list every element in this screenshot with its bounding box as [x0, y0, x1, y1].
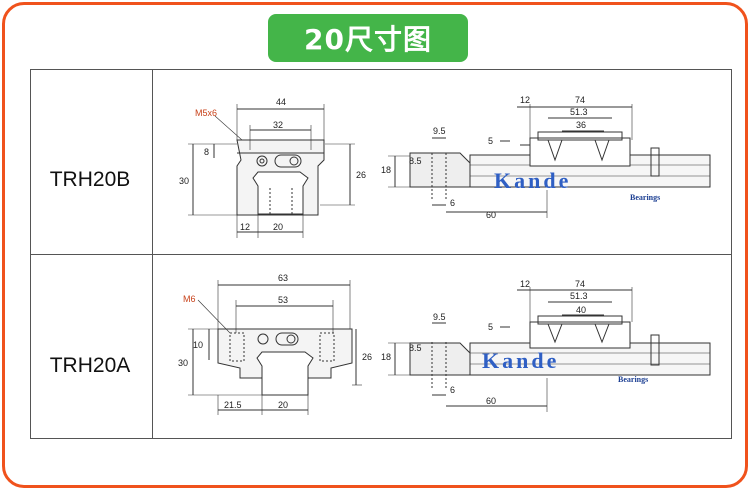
side-len2: 51.3: [570, 107, 588, 117]
page-title: 20尺寸图: [268, 14, 468, 62]
dim-offset: 12: [240, 222, 250, 232]
side-pitch: 60: [486, 210, 496, 220]
dim-flange-2: 10: [193, 340, 203, 350]
side-len2-2: 51.3: [570, 291, 588, 301]
model-label-trh20b: TRH20B: [49, 168, 131, 191]
side-gap: 5: [488, 136, 493, 146]
side-hole-2: 9.5: [433, 312, 446, 322]
side-len: 74: [575, 95, 585, 105]
side-depth: 8.5: [409, 156, 422, 166]
side-len3-2: 40: [576, 305, 586, 315]
dim-height: 30: [179, 176, 189, 186]
model-label-trh20a: TRH20A: [49, 354, 131, 377]
side-len3: 36: [576, 120, 586, 130]
dim-rail-width: 20: [273, 222, 283, 232]
brand-sub: Bearings: [630, 193, 660, 202]
brand-logo: Kande: [494, 168, 571, 193]
row-divider: [30, 254, 731, 255]
side-gap-2: 5: [488, 322, 493, 332]
thread-label: M5x6: [195, 108, 217, 118]
brand-sub-2: Bearings: [618, 375, 648, 384]
dim-offset-2: 21.5: [224, 400, 242, 410]
brand-logo-2: Kande: [482, 348, 559, 373]
dim-top-width: 44: [276, 97, 286, 107]
dim-rail-width-2: 20: [278, 400, 288, 410]
thread-label-2: M6: [183, 294, 196, 304]
dim-hole-span-2: 53: [278, 295, 288, 305]
side-len-2: 74: [575, 279, 585, 289]
column-divider: [152, 69, 153, 438]
side-depth-2: 8.5: [409, 343, 422, 353]
side-pitch-2: 60: [486, 396, 496, 406]
dim-top-width-2: 63: [278, 273, 288, 283]
side-d1: 12: [520, 95, 530, 105]
dim-hole-span: 32: [273, 120, 283, 130]
title-text: 20尺寸图: [304, 23, 432, 56]
side-base-2: 6: [450, 385, 455, 395]
dim-height-2: 30: [178, 358, 188, 368]
dim-flange: 8: [204, 147, 209, 157]
dim-rail-height-2: 26: [362, 352, 372, 362]
dim-rail-height: 26: [356, 170, 366, 180]
side-base: 6: [450, 198, 455, 208]
side-d1-2: 12: [520, 279, 530, 289]
side-hole: 9.5: [433, 126, 446, 136]
side-h: 18: [381, 165, 391, 175]
side-h-2: 18: [381, 352, 391, 362]
